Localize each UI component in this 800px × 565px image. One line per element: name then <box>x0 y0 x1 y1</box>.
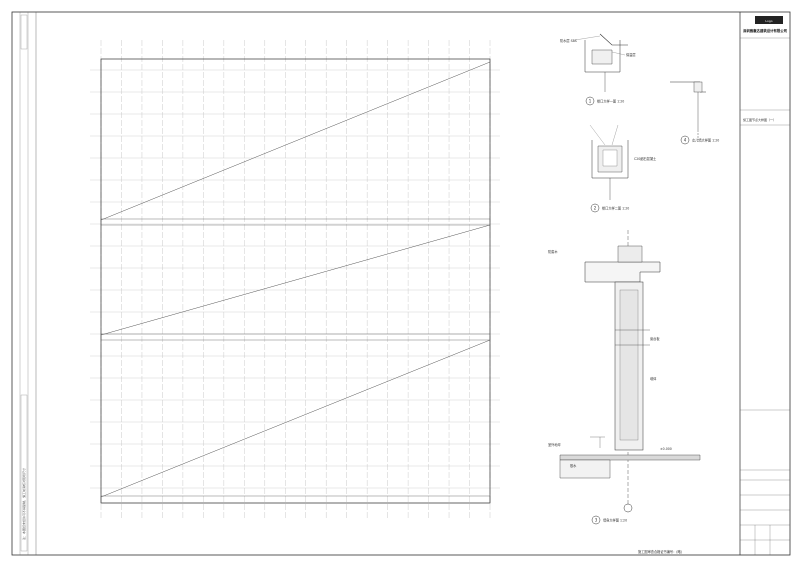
binding-margin: 注：本图纸未经许可不得复制，施工前请核对现场尺寸 <box>19 12 29 555</box>
detail-2-caption: 檐口大样二图 1:20 <box>602 206 629 211</box>
drawing-title: 施工图节点大样图（一） <box>743 117 776 122</box>
detail-4-parapet: 4 女儿墙大样图 1:20 <box>670 81 719 145</box>
footer-caption: 施工图审查合格证书编号：(略) <box>638 549 682 554</box>
detail-label-elevation: ±0.000 <box>660 447 672 451</box>
detail-label-waterproof: 防水层 SBS <box>560 38 577 43</box>
detail-label-wood: 防腐木 <box>548 249 558 254</box>
detail-4-caption: 女儿墙大样图 1:20 <box>692 138 719 143</box>
detail-label-insulation: 保温层 <box>626 52 636 57</box>
sheet-outer-border <box>11 11 791 556</box>
company-name: 深圳雅惠达建筑设计有限公司 <box>743 28 788 33</box>
company-logo-text: Logo <box>765 19 772 23</box>
title-block: Logo 深圳雅惠达建筑设计有限公司 施工图节点大样图（一） <box>739 12 790 555</box>
detail-3-wall-section: 3 墙身大样图 1:20 防腐木 室外地坪 散水 ±0.000 窗台板 墙体 <box>548 230 701 525</box>
detail-label-wall: 墙体 <box>650 376 657 381</box>
detail-1-number: 1 <box>589 99 592 104</box>
detail-3-caption: 墙身大样图 1:20 <box>603 518 627 523</box>
detail-label-apron: 散水 <box>570 463 577 468</box>
detail-3-number: 3 <box>595 518 598 523</box>
plan-diagonals <box>100 58 491 504</box>
detail-2-number: 2 <box>594 206 597 211</box>
detail-1-eave: 1 檐口大样一图 1:20 防水层 SBS 保温层 <box>560 33 636 106</box>
margin-vertical-note: 注：本图纸未经许可不得复制，施工前请核对现场尺寸 <box>21 468 26 540</box>
detail-1-caption: 檐口大样一图 1:20 <box>597 99 624 104</box>
detail-label-sill: 窗台板 <box>650 336 660 341</box>
detail-label-concrete: C20细石混凝土 <box>634 156 657 161</box>
detail-2-gutter: 2 檐口大样二图 1:20 C20细石混凝土 <box>589 124 657 213</box>
detail-label-ground: 室外地坪 <box>548 442 562 447</box>
detail-4-number: 4 <box>684 138 687 143</box>
company-logo <box>755 16 783 24</box>
